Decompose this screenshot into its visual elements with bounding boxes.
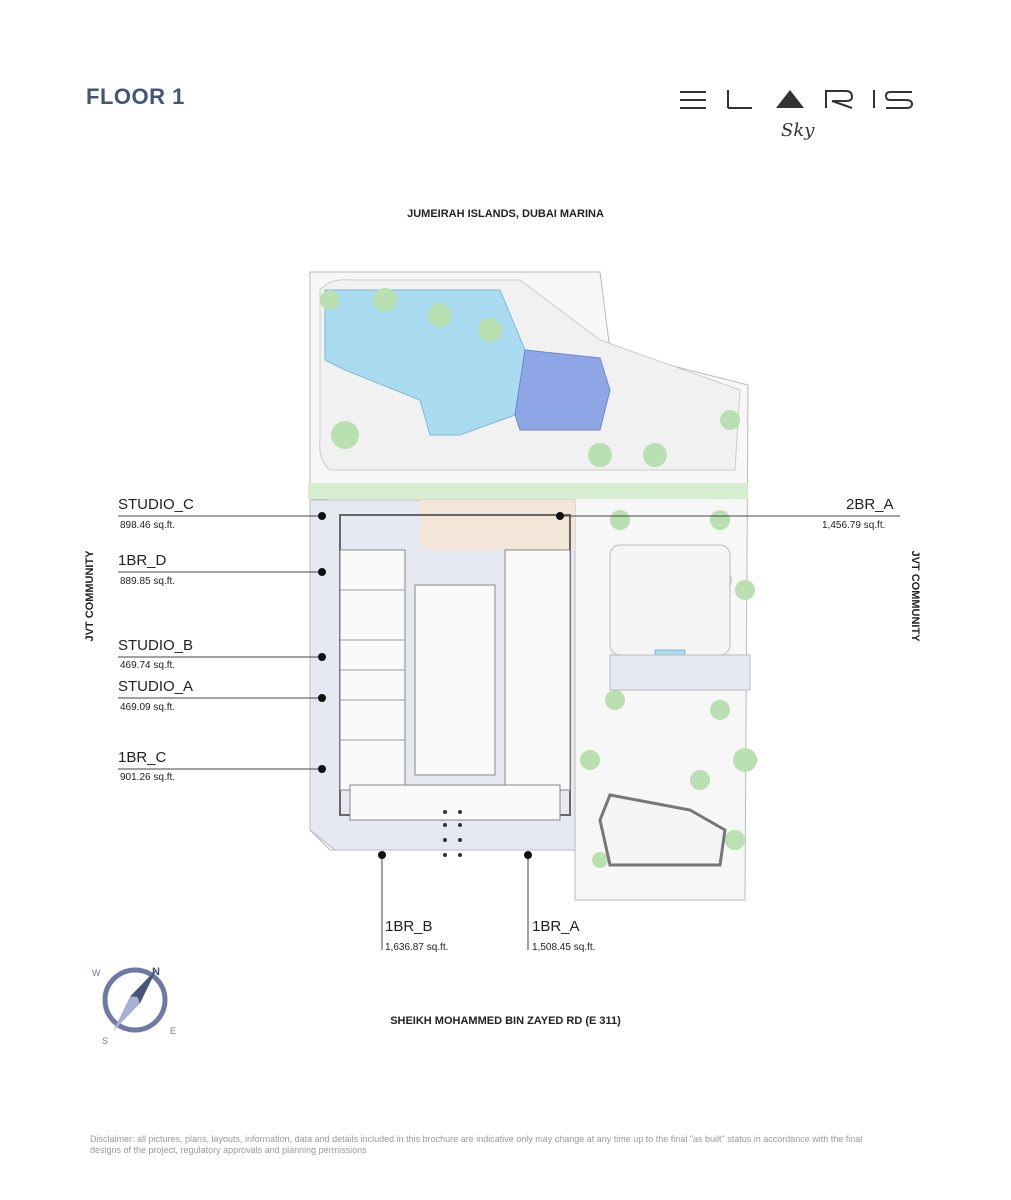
hedge-strip — [308, 483, 748, 499]
elaris-logo: Sky — [676, 84, 916, 150]
east-wing — [504, 549, 571, 791]
compass-north: N — [152, 966, 160, 978]
disclaimer: Disclaimer: all pictures, plans, layouts… — [90, 1134, 863, 1155]
unit-area-1br-b: 1,636.87 sq.ft. — [385, 942, 449, 953]
unit-area-studio-b: 469.74 sq.ft. — [120, 660, 176, 671]
compass-west: W — [92, 968, 101, 978]
leader-lines — [118, 515, 900, 950]
compass-south: S — [102, 1036, 109, 1046]
south-wing — [349, 784, 561, 821]
elaris-wordmark — [680, 90, 914, 109]
marker-1br-a — [524, 851, 532, 859]
secondary-pool — [514, 349, 611, 431]
pergola — [609, 654, 751, 691]
road-label-top: JUMEIRAH ISLANDS, DUBAI MARINA — [407, 208, 604, 220]
road-label-bottom: SHEIKH MOHAMMED BIN ZAYED RD (E 311) — [390, 1015, 621, 1027]
unit-label-2br-a: 2BR_A — [846, 496, 894, 513]
unit-area-studio-a: 469.09 sq.ft. — [120, 702, 176, 713]
unit-area-studio-c: 898.46 sq.ft. — [120, 520, 176, 531]
unit-2br-a-zone — [420, 500, 575, 550]
compass-icon — [102, 967, 168, 1033]
unit-label-studio-c: STUDIO_C — [118, 496, 194, 513]
core-corridor — [414, 584, 496, 776]
unit-label-studio-a: STUDIO_A — [118, 678, 194, 695]
unit-area-1br-a: 1,508.45 sq.ft. — [532, 942, 596, 953]
unit-markers — [318, 512, 564, 859]
unit-label-1br-b: 1BR_B — [385, 918, 433, 935]
marker-1br-b — [378, 851, 386, 859]
unit-area-1br-c: 901.26 sq.ft. — [120, 772, 176, 783]
marker-2br-a — [556, 512, 564, 520]
garden-loop — [598, 793, 727, 867]
marker-studio-c — [318, 512, 326, 520]
floor-title: FLOOR 1 — [86, 84, 185, 109]
unit-area-2br-a: 1,456.79 sq.ft. — [822, 520, 886, 531]
marker-1br-c — [318, 765, 326, 773]
garden-right-upper — [609, 544, 731, 656]
tree-row — [443, 810, 462, 857]
unit-label-1br-c: 1BR_C — [118, 749, 167, 766]
logo-tagline: Sky — [781, 120, 815, 141]
unit-area-1br-d: 889.85 sq.ft. — [120, 576, 176, 587]
west-wing-divisions — [340, 589, 405, 741]
marker-1br-d — [318, 568, 326, 576]
unit-label-studio-b: STUDIO_B — [118, 637, 194, 654]
unit-label-1br-d: 1BR_D — [118, 552, 167, 569]
main-pool — [324, 289, 526, 436]
unit-label-1br-a: 1BR_A — [532, 918, 580, 935]
marker-studio-b — [318, 653, 326, 661]
marker-studio-a — [318, 694, 326, 702]
compass-east: E — [170, 1026, 177, 1036]
